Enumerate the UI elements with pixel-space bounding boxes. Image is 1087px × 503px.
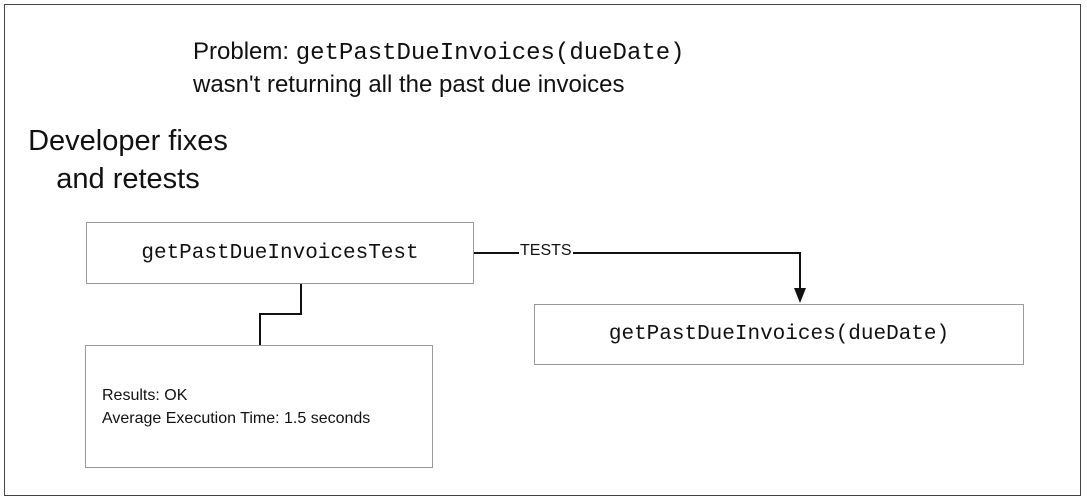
test-node-label: getPastDueInvoicesTest [141,241,419,265]
edge-label-tests: TESTS [519,242,573,260]
problem-line-2: wasn't returning all the past due invoic… [193,71,625,98]
results-node: Results: OK Average Execution Time: 1.5 … [85,345,433,468]
tests-connector [474,252,801,290]
test-node: getPastDueInvoicesTest [86,222,474,284]
problem-prefix: Problem: [193,38,296,65]
problem-line-1: Problem: getPastDueInvoices(dueDate) [193,36,685,69]
arrowhead-icon [794,288,806,303]
problem-method: getPastDueInvoices(dueDate) [295,40,685,67]
problem-statement: Problem: getPastDueInvoices(dueDate) was… [193,36,685,100]
title-line-2: and retests [56,163,200,195]
title-line-1: Developer fixes [28,125,228,157]
target-node: getPastDueInvoices(dueDate) [534,304,1024,365]
target-node-label: getPastDueInvoices(dueDate) [608,323,950,346]
diagram-title: Developer fixes and retests [18,122,238,198]
results-execution-time: Average Execution Time: 1.5 seconds [102,409,371,427]
results-text: Results: OK Average Execution Time: 1.5 … [102,384,370,430]
results-connector [259,284,302,345]
results-status: Results: OK [102,386,188,404]
